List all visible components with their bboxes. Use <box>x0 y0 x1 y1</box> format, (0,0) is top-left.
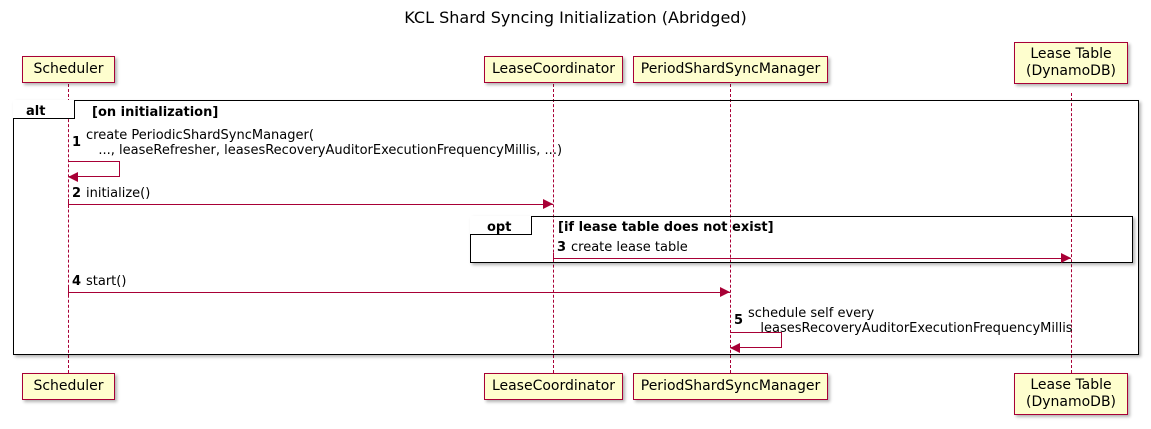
lifeline-lease-table <box>1071 93 1072 373</box>
participant-lease-coordinator-bottom[interactable]: LeaseCoordinator <box>484 373 623 400</box>
message-1-text: create PeriodicShardSyncManager( ..., le… <box>86 128 563 158</box>
participant-label: LeaseCoordinator <box>491 61 616 77</box>
message-2-text: initialize() <box>86 186 151 201</box>
message-3-line <box>553 258 1071 259</box>
fragment-alt-tab <box>13 100 75 119</box>
participant-label: LeaseCoordinator <box>491 378 616 394</box>
participant-label: Scheduler <box>33 378 104 394</box>
participant-label: Lease Table (DynamoDB) <box>1025 377 1117 410</box>
message-5-text: schedule self every leasesRecoveryAudito… <box>748 306 1073 336</box>
participant-label: PeriodShardSyncManager <box>640 61 821 77</box>
participant-label: Lease Table (DynamoDB) <box>1025 46 1117 79</box>
fragment-opt-guard-label: [if lease table does not exist] <box>558 220 774 235</box>
message-5-selfcall-loop <box>730 332 782 348</box>
message-3-text: create lease table <box>571 240 688 255</box>
message-3-number: 3 <box>557 240 567 255</box>
message-2-source-tick <box>68 199 69 208</box>
participant-period-shard-sync-manager-top[interactable]: PeriodShardSyncManager <box>633 56 828 83</box>
participant-period-shard-sync-manager-bottom[interactable]: PeriodShardSyncManager <box>633 373 828 400</box>
fragment-opt-tab <box>470 216 532 235</box>
message-4-arrowhead <box>720 287 730 297</box>
lifeline-lease-coordinator <box>553 84 554 373</box>
message-1-selfcall-loop <box>68 161 120 177</box>
message-4-number: 4 <box>72 274 82 289</box>
message-5-number: 5 <box>734 313 744 328</box>
lifeline-period-shard-sync-manager <box>730 84 731 373</box>
message-4-source-tick <box>68 287 69 296</box>
message-3-arrowhead <box>1061 253 1071 263</box>
participant-lease-coordinator-top[interactable]: LeaseCoordinator <box>484 56 623 83</box>
diagram-title: KCL Shard Syncing Initialization (Abridg… <box>404 8 747 27</box>
message-4-line <box>68 292 730 293</box>
participant-label: PeriodShardSyncManager <box>640 378 821 394</box>
participant-label: Scheduler <box>33 61 104 77</box>
fragment-opt-type-label: opt <box>487 220 512 235</box>
participant-lease-table-top[interactable]: Lease Table (DynamoDB) <box>1014 42 1128 84</box>
fragment-alt <box>13 100 1139 355</box>
participant-lease-table-bottom[interactable]: Lease Table (DynamoDB) <box>1014 373 1128 415</box>
message-3-source-tick <box>553 253 554 262</box>
participant-scheduler-bottom[interactable]: Scheduler <box>22 373 115 400</box>
message-4-text: start() <box>86 274 127 289</box>
participant-scheduler-top[interactable]: Scheduler <box>22 56 115 83</box>
message-2-arrowhead <box>543 199 553 209</box>
message-2-line <box>68 204 553 205</box>
fragment-opt <box>470 216 1133 263</box>
message-1-number: 1 <box>72 135 82 150</box>
message-5-arrowhead <box>730 343 740 353</box>
message-2-number: 2 <box>72 186 82 201</box>
message-1-arrowhead <box>68 172 78 182</box>
fragment-alt-type-label: alt <box>26 104 46 119</box>
lifeline-scheduler <box>68 84 69 373</box>
fragment-alt-guard-label: [on initialization] <box>92 105 219 120</box>
